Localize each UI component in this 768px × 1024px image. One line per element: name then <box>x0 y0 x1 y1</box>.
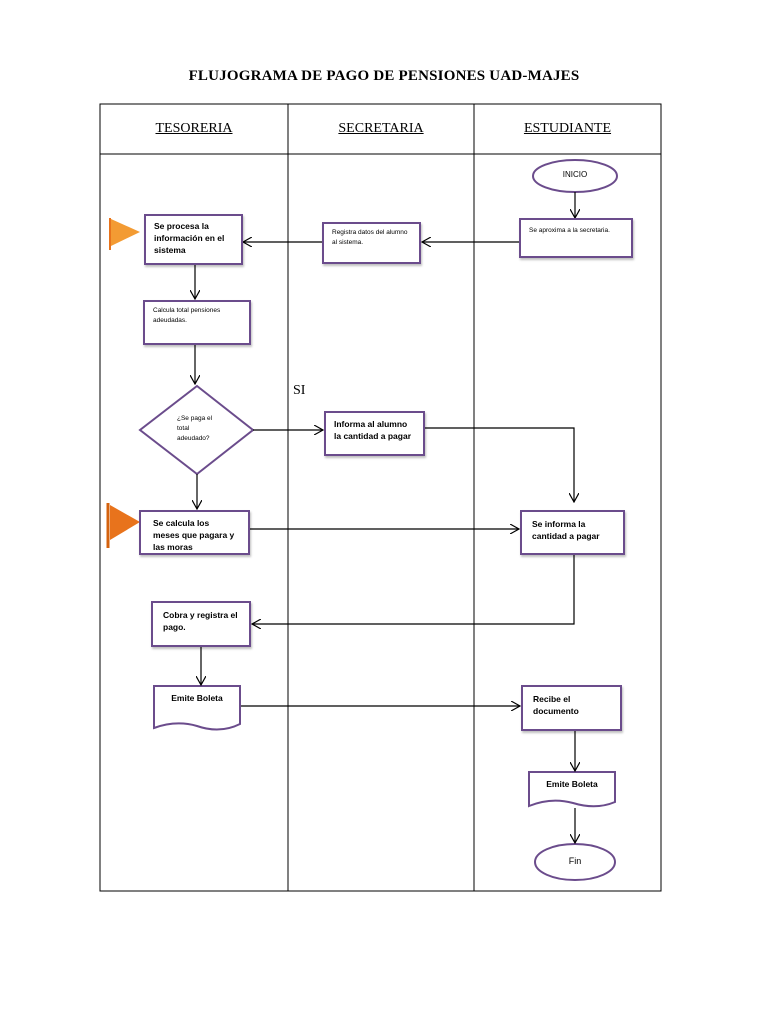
lane-estudiante-header: ESTUDIANTE <box>523 121 612 136</box>
connectors <box>195 192 575 843</box>
lane-tesoreria-header: TESORERIA <box>155 121 233 136</box>
process-label: Se calcula los meses que pagara y las mo… <box>153 518 235 552</box>
swimlane-grid <box>99 103 662 892</box>
process-calcula-total: Calcula total pensiones adeudadas. <box>143 300 251 345</box>
process-se-informa: Se informa la cantidad a pagar <box>520 510 625 555</box>
process-label: Cobra y registra el pago. <box>163 610 238 632</box>
process-label: Calcula total pensiones adeudadas. <box>153 307 221 324</box>
lane-secretaria-header: SECRETARIA <box>338 121 424 136</box>
decision-label: ¿Se paga el total adeudado? <box>177 415 213 442</box>
process-label: Se aproxima a la secretaria. <box>529 227 610 234</box>
process-recibe-documento: Recibe el documento <box>521 685 622 731</box>
end-label: Fin <box>568 856 582 866</box>
process-cobra-registra: Cobra y registra el pago. <box>151 601 251 647</box>
process-label: Se informa la cantidad a pagar <box>532 519 600 541</box>
process-registra-datos: Registra datos del alumno al sistema. <box>322 222 421 264</box>
start-label: INICIO <box>562 170 588 179</box>
document-shape-emite-boleta-2 <box>528 771 616 808</box>
page-title: FLUJOGRAMA DE PAGO DE PENSIONES UAD-MAJE… <box>188 68 580 84</box>
end-terminator <box>534 843 616 881</box>
document-shape-emite-boleta-1 <box>153 685 241 731</box>
process-label: Informa al alumno la cantidad a pagar <box>334 419 411 441</box>
process-label: Recibe el documento <box>533 694 579 716</box>
process-label: Registra datos del alumno al sistema. <box>332 229 408 246</box>
flag-icon <box>109 218 140 250</box>
process-calcula-meses: Se calcula los meses que pagara y las mo… <box>139 510 250 555</box>
process-label: Se procesa la información en el sistema <box>154 221 225 255</box>
document-label-emite-boleta-2: Emite Boleta <box>546 779 598 789</box>
process-se-aproxima: Se aproxima a la secretaria. <box>519 218 633 258</box>
document-label-emite-boleta-1: Emite Boleta <box>171 693 223 703</box>
flag-icon <box>106 503 140 548</box>
process-procesa-informacion: Se procesa la información en el sistema <box>144 214 243 265</box>
decision-yes-label: SI <box>293 383 306 398</box>
process-informa-alumno: Informa al alumno la cantidad a pagar <box>324 411 425 456</box>
